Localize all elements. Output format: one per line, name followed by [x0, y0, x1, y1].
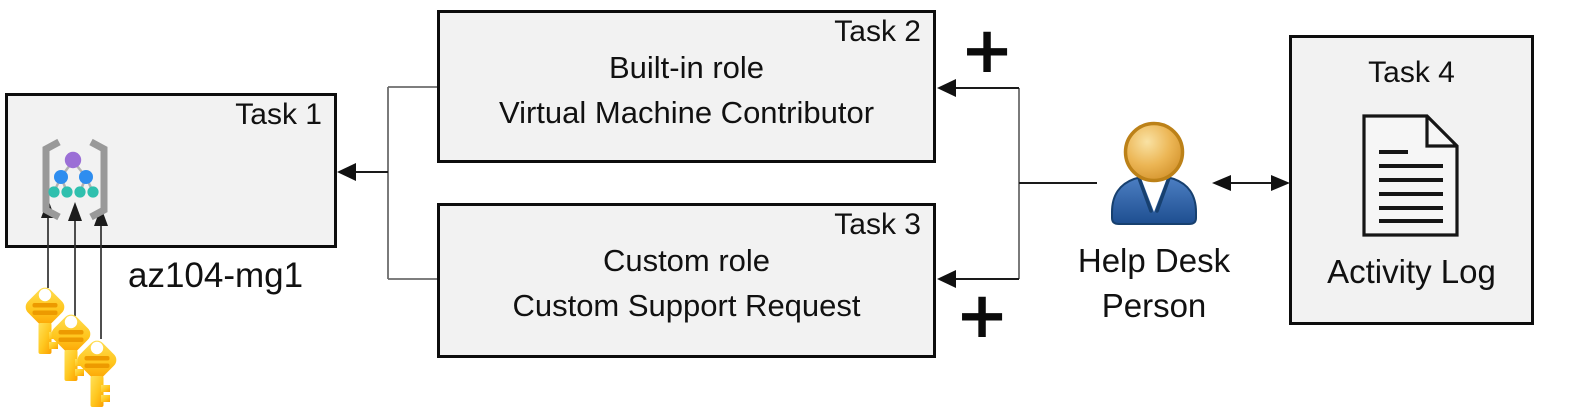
task2-text: Built-in role Virtual Machine Contributo…	[440, 45, 933, 135]
task2-line2: Virtual Machine Contributor	[498, 95, 875, 130]
double-arrow-person-task4	[1212, 175, 1290, 191]
person-caption-line1: Help Desk	[1077, 242, 1231, 279]
person-icon	[1111, 121, 1197, 225]
person-caption-line2: Person	[1101, 287, 1207, 324]
task4-label: Task 4	[1368, 56, 1455, 89]
task1-label: Task 1	[235, 98, 322, 131]
arrow-to-task1	[337, 163, 388, 181]
task3-line2: Custom Support Request	[512, 288, 861, 323]
activity-log-caption: Activity Log	[1327, 253, 1496, 290]
management-group-name: az104-mg1	[128, 256, 304, 295]
key-icon-3	[74, 337, 120, 407]
branch-tasks-to-task1	[387, 86, 437, 280]
task2-line1: Built-in role	[608, 50, 765, 85]
key-icon-1	[22, 284, 68, 354]
task3-text: Custom role Custom Support Request	[440, 238, 933, 328]
task4-box: Task 4 Activity Log	[1289, 35, 1534, 325]
task3-box: Task 3 Custom role Custom Support Reques…	[437, 203, 936, 358]
task1-box: Task 1 az104-mg1	[5, 93, 337, 295]
plus-icon-bottom: +	[955, 279, 1009, 353]
task3-label: Task 3	[834, 208, 921, 241]
help-desk-person-caption: Help Desk Person	[1044, 238, 1264, 328]
key-icon-2	[48, 311, 94, 381]
task2-label: Task 2	[834, 15, 921, 48]
task2-box: Task 2 Built-in role Virtual Machine Con…	[437, 10, 936, 163]
task3-line1: Custom role	[602, 243, 771, 278]
plus-icon-top: +	[960, 14, 1014, 88]
